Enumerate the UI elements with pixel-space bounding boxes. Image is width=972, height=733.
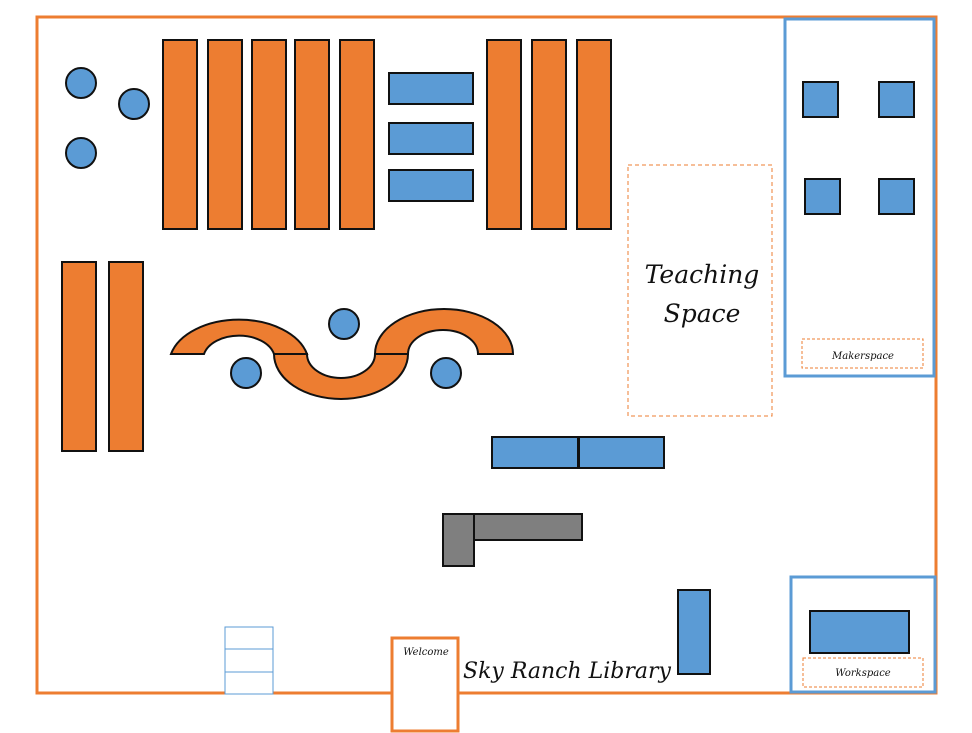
bookshelf-group-left	[61, 261, 144, 452]
table	[388, 72, 474, 105]
bookshelf-group-top-right	[486, 39, 612, 230]
bookshelf	[108, 261, 144, 452]
stool-group-center	[230, 308, 462, 389]
welcome-label: Welcome	[403, 647, 449, 658]
table	[388, 122, 474, 155]
bookshelf	[251, 39, 287, 230]
workspace-label: Workspace	[835, 668, 891, 679]
teaching-space-label-line2: Space	[664, 299, 741, 328]
step	[224, 648, 274, 673]
table	[388, 169, 474, 202]
steps	[224, 626, 274, 695]
maker-table	[804, 178, 841, 215]
bookshelf	[531, 39, 567, 230]
curved-seat-middle	[272, 353, 410, 400]
welcome-entrance	[390, 636, 460, 733]
stool	[328, 308, 360, 340]
maker-table	[802, 81, 839, 118]
makerspace-tables	[802, 81, 915, 215]
curved-seating	[169, 308, 515, 400]
table-group-center-top	[388, 72, 474, 202]
desk-top	[473, 513, 583, 541]
teaching-space-label-line1: Teaching	[645, 260, 760, 289]
bookshelf	[162, 39, 198, 230]
teaching-space-area	[627, 164, 773, 417]
table	[578, 436, 665, 469]
bookshelf	[207, 39, 243, 230]
makerspace-label: Makerspace	[831, 351, 894, 362]
curved-seat-right	[373, 308, 515, 355]
bookshelf	[576, 39, 612, 230]
makerspace-area	[783, 17, 936, 378]
stool-group-top-left	[65, 67, 150, 169]
library-name: Sky Ranch Library	[463, 659, 672, 684]
table-vertical	[677, 589, 711, 675]
stool	[230, 357, 262, 389]
workspace-table	[809, 610, 910, 654]
workspace-label-box	[802, 657, 924, 688]
bookshelf-group-top-left	[162, 39, 375, 230]
step	[224, 671, 274, 695]
curved-seat-left	[169, 318, 309, 355]
bookshelf	[339, 39, 375, 230]
stool	[118, 88, 150, 120]
step	[224, 626, 274, 650]
makerspace-label-box	[801, 338, 924, 369]
table-group-center-right	[491, 436, 665, 469]
bookshelf	[486, 39, 522, 230]
stool	[430, 357, 462, 389]
table	[491, 436, 579, 469]
circulation-desk	[442, 513, 583, 567]
workspace-area	[789, 575, 937, 694]
room-outline	[35, 15, 938, 695]
bookshelf	[294, 39, 330, 230]
maker-table	[878, 81, 915, 118]
bookshelf	[61, 261, 97, 452]
stool	[65, 67, 97, 99]
desk-side	[442, 513, 475, 567]
maker-table	[878, 178, 915, 215]
stool	[65, 137, 97, 169]
